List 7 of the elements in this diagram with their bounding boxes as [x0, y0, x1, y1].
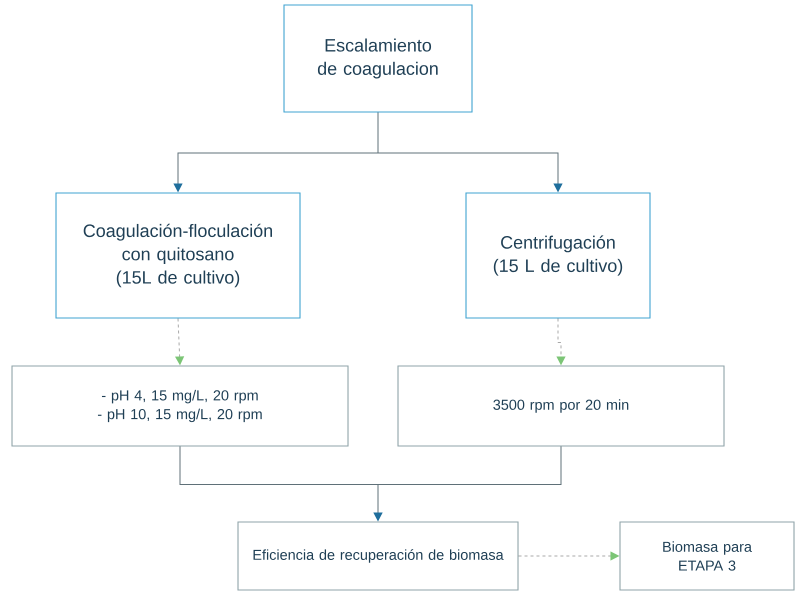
- result-box: 3500 rpm por 20 min: [397, 365, 725, 447]
- result-box: Biomasa para ETAPA 3: [619, 521, 795, 591]
- result-box: - pH 4, 15 mg/L, 20 rpm - pH 10, 15 mg/L, 20 rpm: [11, 365, 349, 447]
- result-box: Eficiencia de recuperación de biomasa: [237, 521, 519, 591]
- process-box: Coagulación-floculación con quitosano (15L de cultivo): [55, 192, 301, 319]
- process-box: Centrifugación (15 L de cultivo): [465, 192, 651, 319]
- process-box: Escalamiento de coagulacion: [283, 4, 473, 113]
